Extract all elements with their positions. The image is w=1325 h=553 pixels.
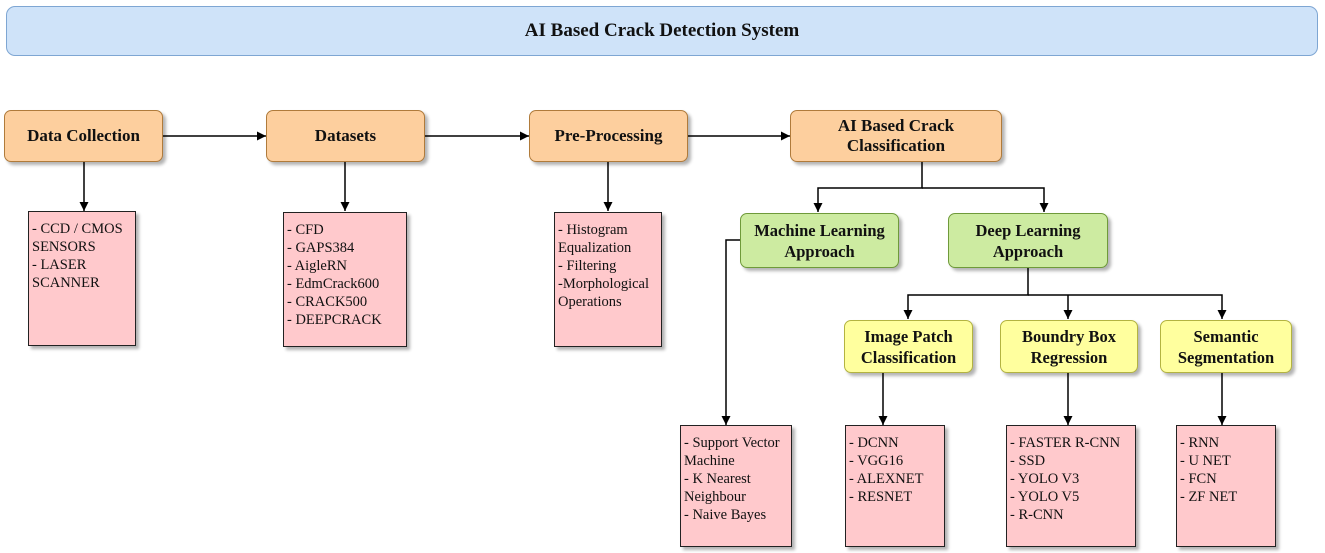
list-bbox-models: - FASTER R-CNN - SSD - YOLO V3 - YOLO V5… — [1006, 425, 1136, 547]
stage-ai-classification: AI Based Crack Classification — [790, 110, 1002, 162]
list-item: - DEEPCRACK — [287, 312, 382, 328]
arrow-ml-to-methods — [721, 239, 740, 425]
list-item: - Filtering — [558, 258, 617, 274]
list-item: - U NET — [1180, 453, 1231, 469]
stage-data-collection: Data Collection — [4, 110, 163, 162]
list-item: - ALEXNET — [849, 471, 924, 487]
list-item: - SSD — [1010, 453, 1046, 469]
list-item: - VGG16 — [849, 453, 904, 469]
method-boundry-box: Boundry Box Regression — [1000, 320, 1138, 373]
list-item: - YOLO V3 — [1010, 471, 1080, 487]
stage-pre-processing: Pre-Processing — [529, 110, 688, 162]
arrow-dl-to-patch — [903, 268, 1029, 319]
list-item: - ZF NET — [1180, 489, 1238, 505]
list-seg-models: - RNN - U NET - FCN - ZF NET — [1176, 425, 1276, 547]
list-item: - RNN — [1180, 435, 1220, 451]
diagram-title: AI Based Crack Detection System — [6, 6, 1318, 56]
list-item: - AigleRN — [287, 258, 348, 274]
arrow-dl-to-seg — [1068, 294, 1227, 319]
list-sensors: - CCD / CMOS SENSORS - LASER SCANNER — [28, 211, 136, 346]
list-item: - Support Vector Machine — [684, 435, 780, 469]
list-item: -Morphological Operations — [558, 276, 650, 310]
list-item: - FASTER R-CNN — [1010, 435, 1121, 451]
list-ml-methods: - Support Vector Machine - K Nearest Nei… — [680, 425, 792, 547]
list-item: - GAPS384 — [287, 240, 355, 256]
list-item: - Histogram Equalization — [558, 222, 632, 256]
arrow-classification-to-dl — [922, 187, 1049, 212]
list-item: - RESNET — [849, 489, 913, 505]
list-patch-models: - DCNN - VGG16 - ALEXNET - RESNET — [845, 425, 945, 547]
dl-approach: Deep Learning Approach — [948, 213, 1108, 268]
list-item: - LASER SCANNER — [32, 257, 100, 291]
list-item: - R-CNN — [1010, 507, 1064, 523]
method-image-patch: Image Patch Classification — [844, 320, 973, 373]
method-semantic-segmentation: Semantic Segmentation — [1160, 320, 1292, 373]
list-item: - CRACK500 — [287, 294, 368, 310]
stage-datasets: Datasets — [266, 110, 425, 162]
arrow-classification-split — [813, 162, 923, 212]
ml-approach: Machine Learning Approach — [740, 213, 899, 268]
list-preprocessing: - Histogram Equalization - Filtering -Mo… — [554, 212, 662, 347]
list-item: - CFD — [287, 222, 324, 238]
list-item: - FCN — [1180, 471, 1217, 487]
list-item: - Naive Bayes — [684, 507, 767, 523]
list-item: - CCD / CMOS SENSORS — [32, 221, 123, 255]
list-item: - EdmCrack600 — [287, 276, 380, 292]
list-datasets: - CFD - GAPS384 - AigleRN - EdmCrack600 … — [283, 212, 407, 347]
list-item: - YOLO V5 — [1010, 489, 1080, 505]
list-item: - DCNN — [849, 435, 899, 451]
list-item: - K Nearest Neighbour — [684, 471, 751, 505]
